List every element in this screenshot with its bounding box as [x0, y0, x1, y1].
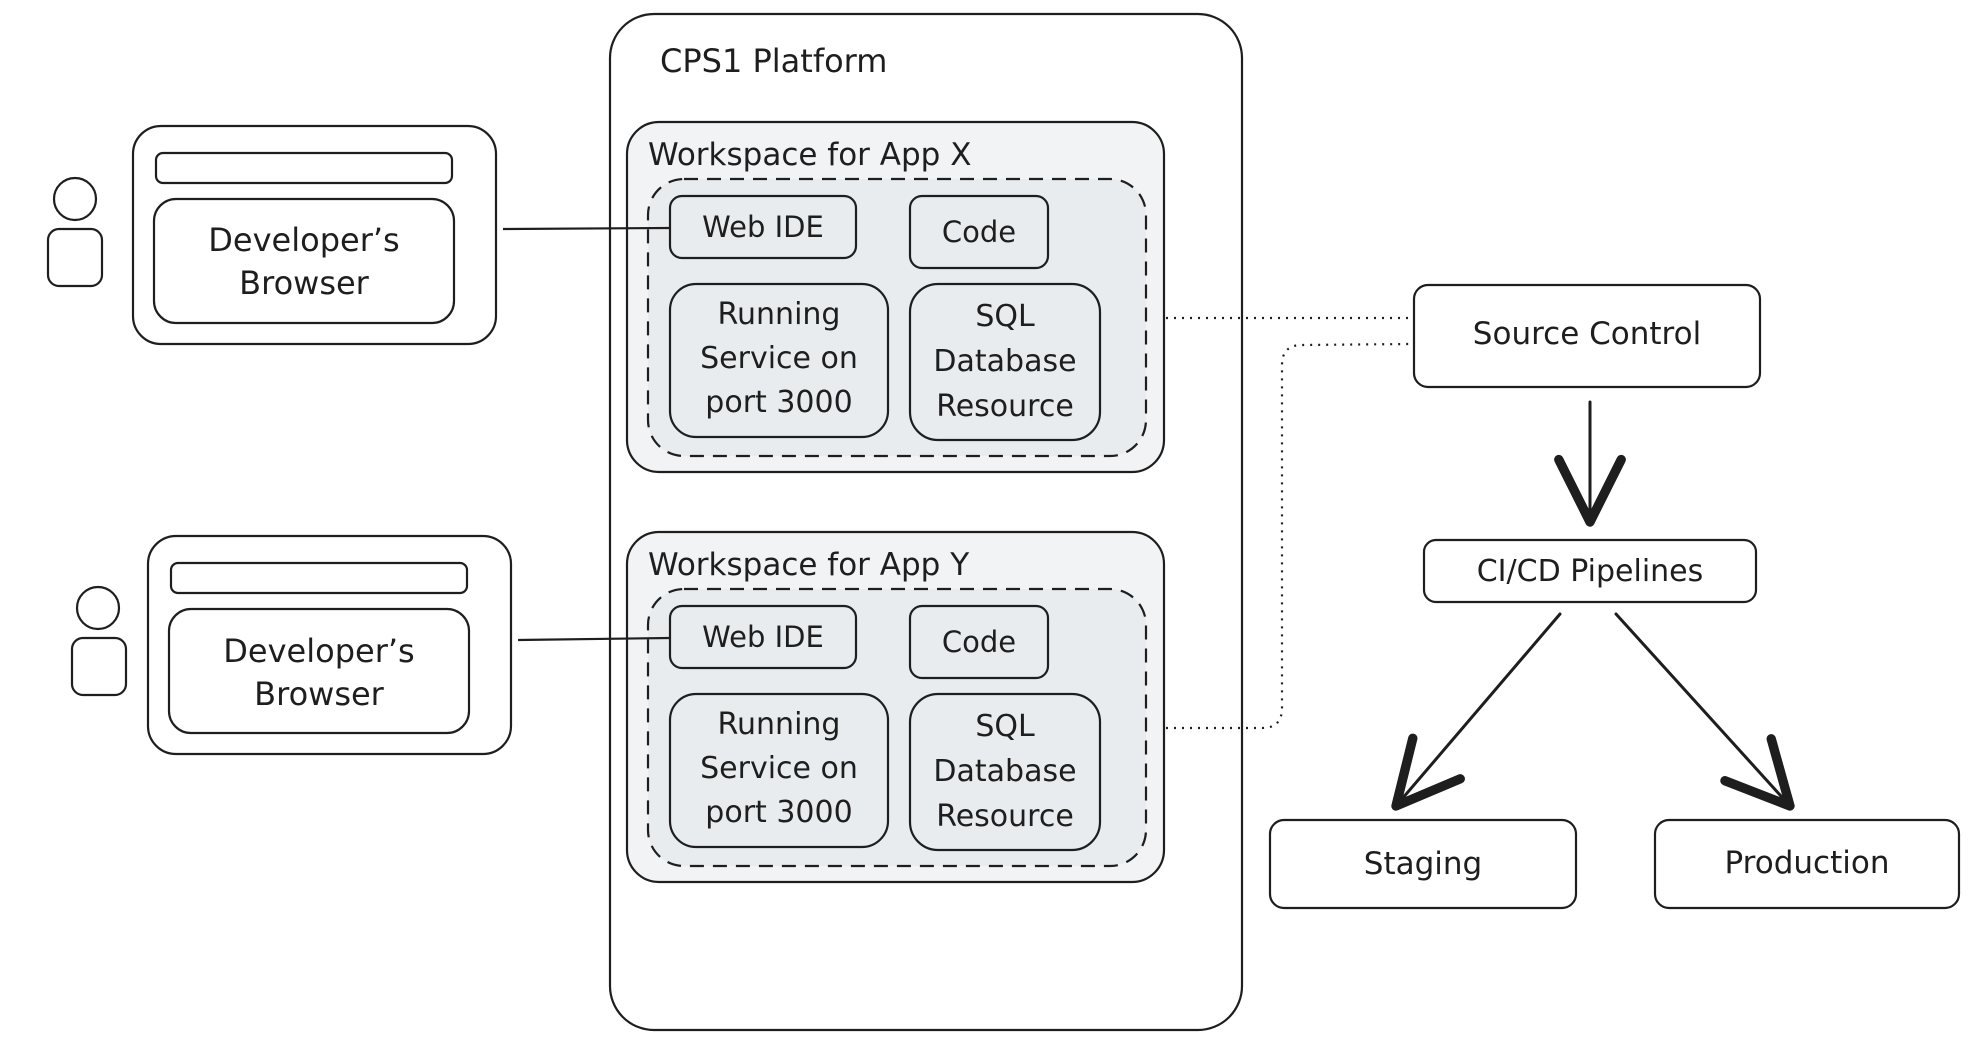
database-line2: Database: [933, 754, 1076, 789]
source-control-box[interactable]: Source Control: [1412, 283, 1762, 389]
cicd-to-production-arrow: [1614, 612, 1795, 811]
developer-2: Developer’s Browser: [70, 534, 513, 756]
platform-title: CPS1 Platform: [660, 42, 887, 80]
browser-viewport: [167, 607, 471, 735]
browser-label-line2: Browser: [254, 675, 385, 713]
service-line2: Service on: [700, 751, 858, 786]
service-line2: Service on: [700, 341, 858, 376]
database-line2: Database: [933, 344, 1076, 379]
cicd-to-staging-arrow: [1391, 612, 1562, 811]
person-icon: [70, 585, 128, 697]
browser-to-web-ide-connector: [517, 636, 671, 642]
browser-to-web-ide-connector: [502, 226, 671, 231]
browser-viewport: [152, 197, 456, 325]
database-line3: Resource: [936, 799, 1074, 834]
code-box[interactable]: Code: [908, 604, 1050, 680]
browser-label-line1: Developer’s: [223, 632, 414, 670]
staging-box[interactable]: Staging: [1268, 818, 1578, 910]
workspace-title: Workspace for App Y: [648, 547, 969, 583]
browser-label-line2: Browser: [239, 264, 370, 302]
workspace-app-x: Workspace for App X Web IDE Code Running…: [625, 120, 1166, 474]
database-line1: SQL: [975, 709, 1035, 744]
cicd-pipelines-box[interactable]: CI/CD Pipelines: [1422, 538, 1758, 604]
sql-database-box[interactable]: SQL Database Resource: [908, 692, 1102, 852]
service-line3: port 3000: [705, 795, 852, 830]
service-line1: Running: [718, 297, 841, 332]
browser-window[interactable]: Developer’s Browser: [146, 534, 513, 756]
production-box[interactable]: Production: [1653, 818, 1961, 910]
web-ide-label: Web IDE: [702, 210, 824, 244]
workspace-app-y: Workspace for App Y Web IDE Code Running…: [625, 530, 1166, 884]
web-ide-box[interactable]: Web IDE: [668, 604, 858, 670]
sql-database-box[interactable]: SQL Database Resource: [908, 282, 1102, 442]
database-line1: SQL: [975, 299, 1035, 334]
code-label: Code: [942, 625, 1016, 659]
service-line3: port 3000: [705, 385, 852, 420]
browser-address-bar: [154, 151, 454, 185]
staging-label: Staging: [1364, 846, 1482, 882]
running-service-box[interactable]: Running Service on port 3000: [668, 692, 890, 849]
web-ide-label: Web IDE: [702, 620, 824, 654]
database-line3: Resource: [936, 389, 1074, 424]
workspace-title: Workspace for App X: [648, 137, 971, 173]
web-ide-box[interactable]: Web IDE: [668, 194, 858, 260]
source-control-label: Source Control: [1473, 316, 1701, 352]
browser-label-line1: Developer’s: [208, 221, 399, 259]
code-box[interactable]: Code: [908, 194, 1050, 270]
browser-address-bar: [169, 561, 469, 595]
developer-1: Developer’s Browser: [46, 124, 498, 346]
person-icon: [46, 176, 104, 288]
service-line1: Running: [718, 707, 841, 742]
production-label: Production: [1725, 845, 1890, 881]
running-service-box[interactable]: Running Service on port 3000: [668, 282, 890, 439]
code-label: Code: [942, 215, 1016, 249]
browser-window[interactable]: Developer’s Browser: [131, 124, 498, 346]
workspace-y-to-source-control-connector: [1166, 342, 1411, 730]
cicd-label: CI/CD Pipelines: [1477, 554, 1704, 589]
